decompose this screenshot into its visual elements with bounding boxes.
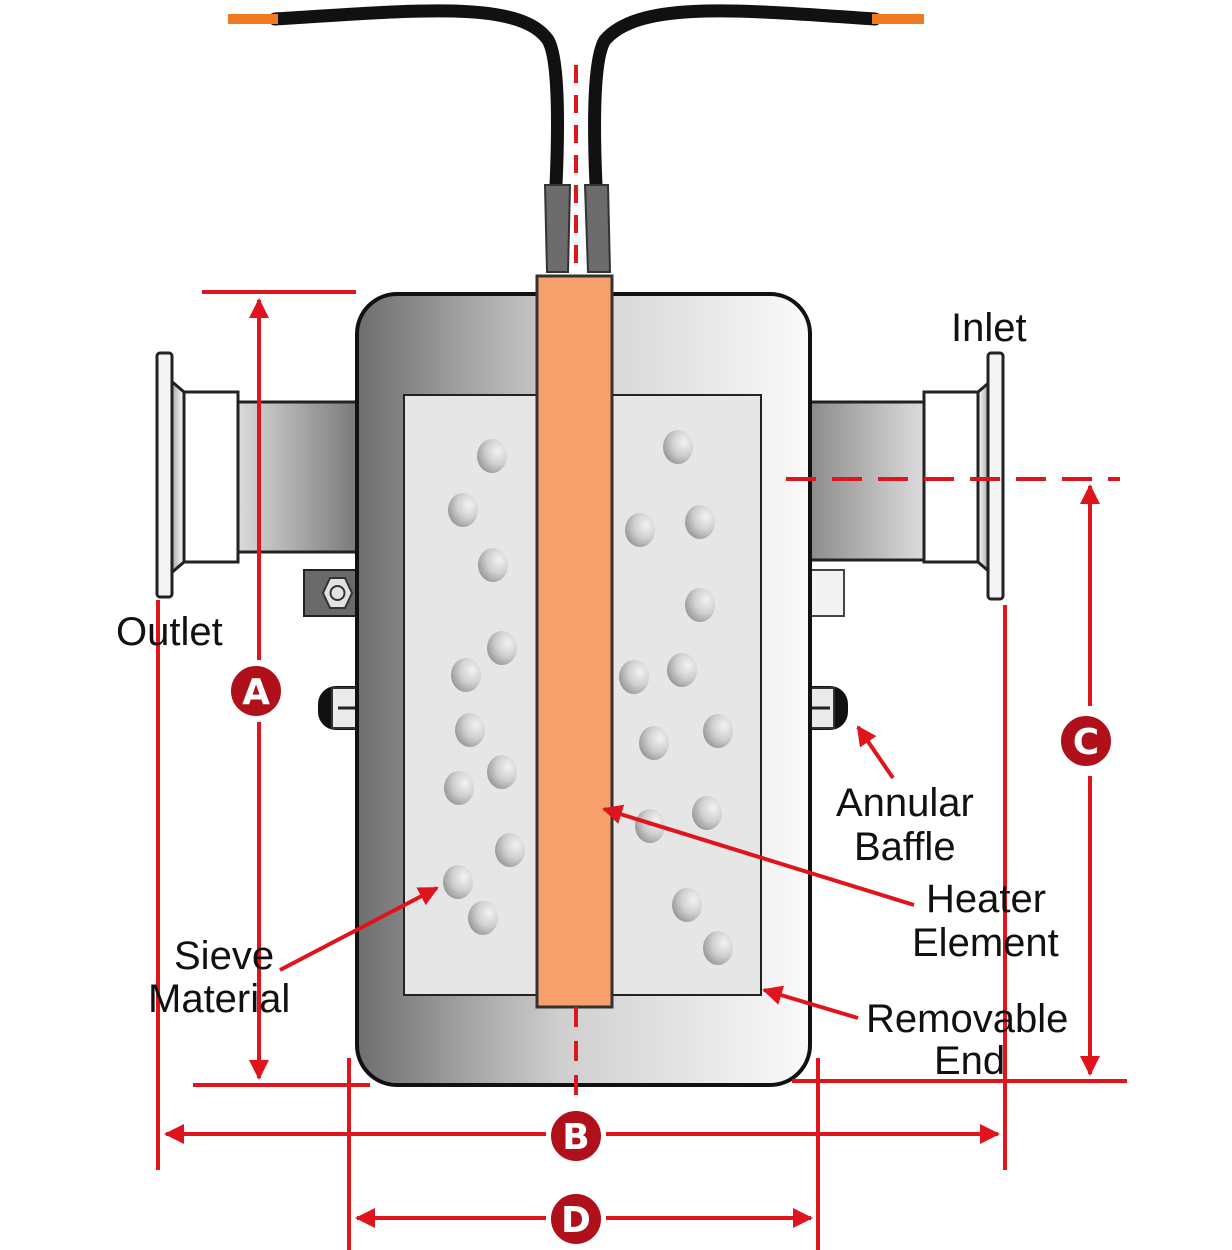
sieve-bead bbox=[444, 771, 474, 805]
badge-b: B bbox=[547, 1107, 605, 1165]
sieve-bead bbox=[468, 901, 498, 935]
removable-end-label-line1: Removable bbox=[866, 997, 1068, 1041]
sieve-bead bbox=[685, 588, 715, 622]
sieve-bead bbox=[692, 796, 722, 830]
sieve-bead bbox=[663, 430, 693, 464]
sieve-bead bbox=[487, 631, 517, 665]
heater-element-arrow bbox=[602, 804, 915, 907]
sieve-bead bbox=[672, 888, 702, 922]
sieve-material-label-line1: Sieve bbox=[174, 934, 274, 978]
sieve-bead bbox=[619, 660, 649, 694]
outlet-label: Outlet bbox=[116, 610, 223, 654]
badge-d: D bbox=[547, 1190, 605, 1248]
sieve-bead bbox=[635, 809, 665, 843]
sieve-bead bbox=[477, 439, 507, 473]
removable-end-label-line2: End bbox=[934, 1039, 1005, 1083]
bolt-icon bbox=[321, 577, 354, 609]
wire-sleeve-left bbox=[543, 184, 572, 273]
sieve-bead bbox=[703, 931, 733, 965]
sieve-bead bbox=[685, 505, 715, 539]
inlet-label: Inlet bbox=[951, 306, 1027, 350]
badge-c: C bbox=[1057, 712, 1115, 770]
sieve-bead bbox=[448, 493, 478, 527]
annular-baffle-label-line2: Baffle bbox=[854, 825, 956, 869]
heater-element bbox=[535, 274, 614, 1009]
badge-a: A bbox=[227, 662, 285, 720]
sieve-bead bbox=[478, 548, 508, 582]
annular-baffle-arrow bbox=[856, 725, 895, 780]
heater-element-label-line1: Heater bbox=[926, 877, 1046, 921]
heater-element-label-line2: Element bbox=[912, 921, 1059, 965]
sieve-bead bbox=[495, 833, 525, 867]
sieve-material-arrow bbox=[279, 886, 439, 972]
badge-a-text: A bbox=[242, 672, 270, 713]
dimension-b bbox=[156, 600, 1007, 1170]
removable-end-arrow bbox=[762, 985, 859, 1020]
wire-sleeve-right bbox=[583, 184, 612, 273]
outlet-port bbox=[155, 351, 362, 599]
badge-d-text: D bbox=[561, 1200, 591, 1241]
sieve-bead bbox=[451, 658, 481, 692]
sieve-bead bbox=[487, 755, 517, 789]
sieve-bead bbox=[625, 513, 655, 547]
sieve-bead bbox=[455, 713, 485, 747]
sieve-beads bbox=[443, 430, 733, 965]
badge-b-text: B bbox=[562, 1117, 589, 1158]
sieve-bead bbox=[639, 726, 669, 760]
dimension-c bbox=[786, 477, 1127, 1083]
sieve-bead bbox=[667, 653, 697, 687]
sieve-material-label-line2: Material bbox=[148, 977, 290, 1021]
dimension-d bbox=[347, 1058, 820, 1250]
sieve-bead bbox=[703, 714, 733, 748]
heater-wires bbox=[228, 4, 924, 273]
dimension-a bbox=[193, 290, 370, 1087]
inlet-port bbox=[806, 351, 1005, 601]
badge-c-text: C bbox=[1073, 722, 1099, 763]
annular-baffle-label-line1: Annular bbox=[836, 781, 974, 825]
sieve-bead bbox=[443, 865, 473, 899]
